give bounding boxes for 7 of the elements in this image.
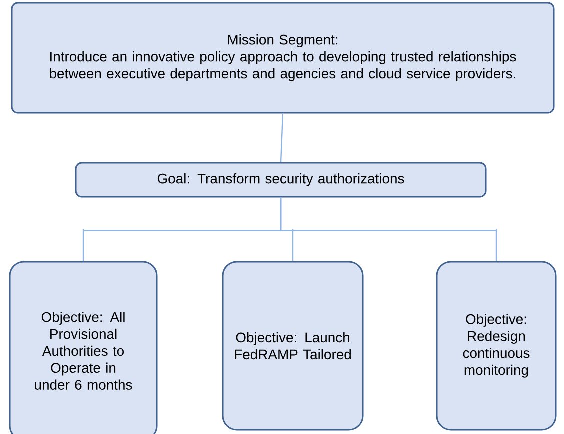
connector-line	[280, 114, 284, 162]
goal-box: Goal: Transform security authorizations	[75, 162, 487, 198]
objective-box: Objective: Launch FedRAMP Tailored	[222, 261, 364, 431]
mission-box: Mission Segment: Introduce an innovative policy approach to developing trusted relationships between executive departments and agencies and cloud service providers.	[11, 2, 555, 114]
objective-box: Objective: All Provisional Authorities to Operate in under 6 months	[9, 261, 158, 434]
connector-line	[280, 198, 498, 262]
objective-box: Objective: Redesign continuous monitoring	[436, 261, 557, 431]
